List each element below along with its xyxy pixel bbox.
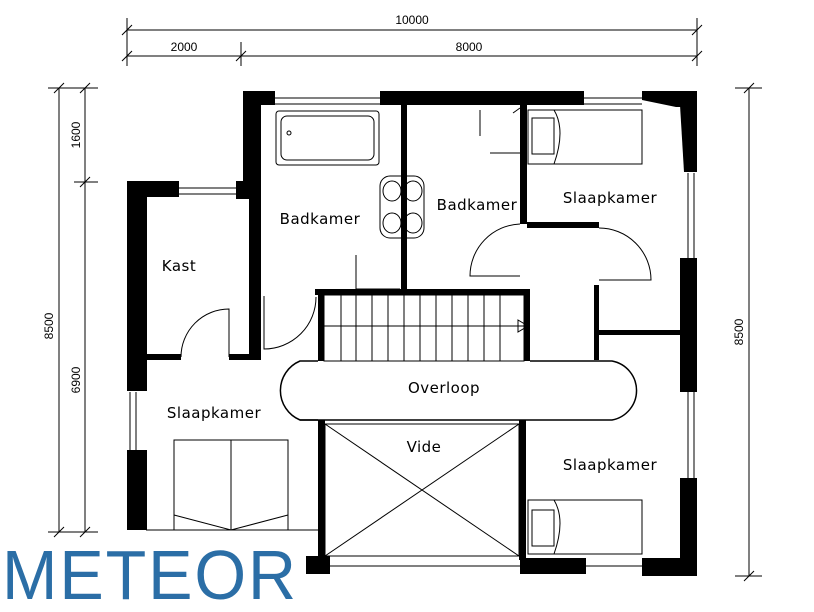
dim-left-height-total: 8500	[42, 312, 56, 339]
dim-left-width: 2000	[171, 40, 198, 54]
room-label-slaapkamer-top: Slaapkamer	[563, 189, 658, 207]
room-label-badkamer-right: Badkamer	[437, 196, 518, 214]
dim-total-width: 10000	[395, 13, 429, 27]
landing-outline	[279, 360, 638, 421]
dim-right-width: 8000	[456, 40, 483, 54]
dim-right-height-total: 8500	[732, 318, 746, 345]
staircase	[323, 294, 529, 362]
beds	[173, 109, 643, 555]
room-label-badkamer-left: Badkamer	[280, 210, 361, 228]
dimension-lines	[48, 18, 762, 582]
walls	[127, 91, 697, 576]
room-label-overloop: Overloop	[408, 379, 480, 397]
doors	[180, 107, 652, 358]
outline-lines	[129, 97, 695, 567]
meteor-logo: METEOR	[2, 536, 298, 612]
room-label-slaapkamer-left: Slaapkamer	[167, 404, 262, 422]
dim-left-height-top: 1600	[69, 121, 83, 148]
room-label-kast: Kast	[162, 257, 196, 275]
room-label-vide: Vide	[407, 438, 442, 456]
room-labels: Badkamer Badkamer Kast Slaapkamer Slaapk…	[162, 189, 658, 474]
vide-void	[324, 423, 520, 557]
dim-left-height-bottom: 6900	[69, 366, 83, 393]
room-label-slaapkamer-bottom: Slaapkamer	[563, 456, 658, 474]
bath-fixtures	[275, 110, 425, 239]
